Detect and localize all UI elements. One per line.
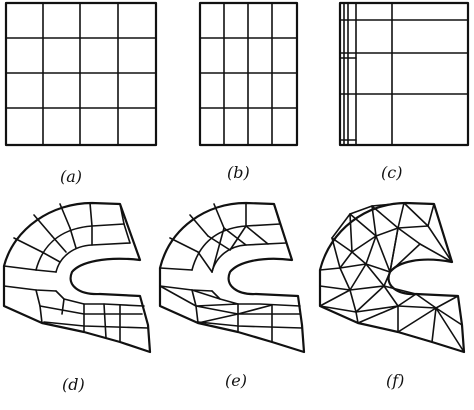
caption-d: (d) [62,375,85,394]
panel-d-mesh [2,201,152,354]
caption-c: (c) [381,163,402,182]
caption-b: (b) [227,163,250,182]
caption-f: (f) [386,371,404,390]
panel-b-grid [198,1,299,147]
caption-e: (e) [225,371,247,390]
caption-a: (a) [60,167,82,186]
panel-a-grid [4,1,158,147]
panel-e-mesh [158,201,306,354]
panel-c-grid [338,1,470,147]
panel-f-mesh [318,201,466,354]
